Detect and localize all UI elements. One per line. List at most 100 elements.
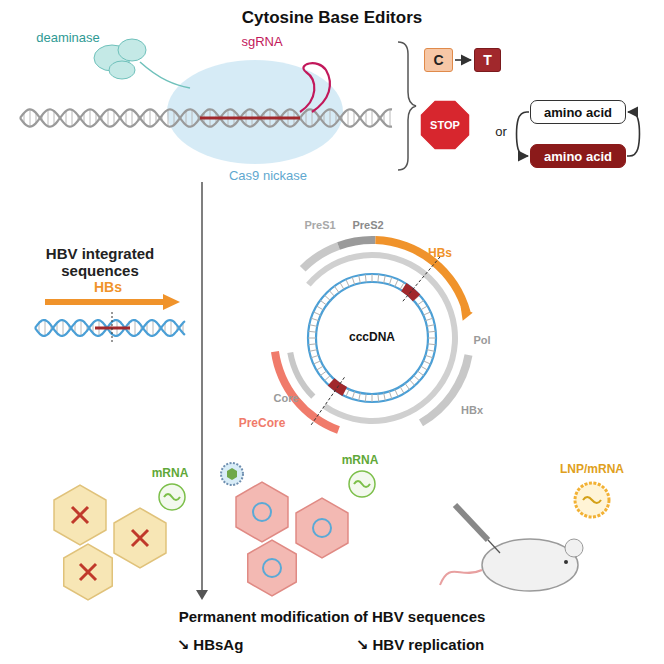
dna-rung <box>314 312 321 315</box>
outcome-text: Permanent modification of HBV sequences <box>179 608 486 625</box>
dna-rung <box>425 355 433 357</box>
dna-rung <box>365 394 367 402</box>
dna-strand <box>20 109 392 126</box>
dna-rung <box>346 389 349 396</box>
cell <box>64 544 112 600</box>
cell <box>296 498 348 558</box>
dna-rung <box>309 350 317 352</box>
dna-rung <box>174 111 175 126</box>
dna-strand <box>35 320 185 336</box>
dna-rung <box>308 331 316 333</box>
mouse-eye <box>564 560 568 564</box>
chromosome <box>72 507 88 523</box>
dna-rung <box>314 361 321 364</box>
dna-rung <box>400 386 404 393</box>
dna-rung <box>405 383 410 389</box>
capsid <box>227 468 237 480</box>
cargo-label: mRNA <box>152 467 189 481</box>
mrna-strand <box>164 494 180 500</box>
dna-rung <box>425 318 433 320</box>
nucleus-cccdna <box>253 503 271 521</box>
dna-rung <box>414 375 420 380</box>
lnp-mrna <box>583 497 601 503</box>
mouse-ear <box>565 539 583 557</box>
outcome-text: ↘ HBsAg <box>177 636 244 653</box>
dna-rung <box>186 111 187 126</box>
dna-rung <box>427 325 435 327</box>
dna-rung <box>417 300 423 305</box>
protein-label: Cas9 nickase <box>229 169 307 184</box>
dna-rung <box>30 109 31 127</box>
dna-rung <box>409 380 414 386</box>
dna-rung <box>384 275 386 283</box>
dna-rung <box>126 111 127 126</box>
cargo-label: mRNA <box>342 454 379 468</box>
dna-rung <box>108 109 109 126</box>
dna-rung <box>359 393 361 401</box>
dna-rung <box>311 355 319 357</box>
dna-rung <box>311 318 319 320</box>
gene-label: PreS1 <box>304 219 335 232</box>
dna-rung <box>428 338 436 339</box>
dna-rung <box>90 109 91 127</box>
dna-rung <box>320 300 326 305</box>
dna-rung <box>354 111 355 126</box>
gene-label: Core <box>273 392 298 405</box>
hbv-virion <box>221 463 243 485</box>
dna-rung <box>63 320 64 336</box>
dna-strand <box>35 320 185 336</box>
dna-rung <box>192 109 193 126</box>
dna-rung <box>420 366 427 370</box>
dna-rung <box>346 280 349 287</box>
flow-arrowhead <box>196 590 208 600</box>
flow-arrow <box>201 182 203 592</box>
dna-rung <box>330 109 331 127</box>
mouse <box>482 539 578 591</box>
base-box: C <box>424 48 453 72</box>
cell <box>236 482 288 542</box>
linker <box>140 62 190 88</box>
dna-rung <box>395 280 398 287</box>
sgrna-hairpin <box>300 63 330 112</box>
dna-rung <box>114 111 115 126</box>
dna-rung <box>48 109 49 126</box>
dna-rung <box>428 343 436 345</box>
dna-rung <box>317 306 324 310</box>
dna-rung <box>352 391 354 399</box>
stop-octagon: STOP <box>420 100 470 150</box>
base-box: T <box>474 48 501 72</box>
chromosome <box>132 530 148 546</box>
pol-arc <box>306 252 458 424</box>
nucleus-cccdna <box>313 519 331 537</box>
node-text: T <box>483 52 492 68</box>
dna-rung <box>168 109 169 126</box>
dna-rung <box>171 320 172 336</box>
edge-arrow <box>517 112 529 156</box>
dna-rung <box>389 391 391 399</box>
connector-word: or <box>495 125 507 140</box>
dna-rung <box>372 394 373 402</box>
cell <box>114 508 166 568</box>
outcome-text: ↘ HBV replication <box>356 636 484 653</box>
dna-rung <box>352 277 354 285</box>
cccdna-strand <box>316 282 428 394</box>
dna-rung <box>377 394 379 402</box>
dna-rung <box>366 111 367 126</box>
dna-rung <box>389 277 391 285</box>
title: Cytosine Base Editors <box>242 8 422 28</box>
dna-rung <box>372 274 373 282</box>
rna-label: sgRNA <box>241 35 282 50</box>
dna-rung <box>153 320 154 336</box>
brace <box>398 42 416 170</box>
dna-rung <box>420 306 427 310</box>
node-text: amino acid <box>544 105 612 120</box>
node-text: C <box>433 52 443 68</box>
mrna-vesicle <box>159 484 185 510</box>
dna-rung <box>320 371 326 376</box>
dna-rung <box>417 371 423 376</box>
cut-site <box>310 377 344 426</box>
dna-rung <box>309 325 317 327</box>
dna-rung <box>135 320 136 336</box>
deaminase-protein <box>109 61 135 79</box>
section-label: HBV integrated sequences <box>25 245 175 280</box>
